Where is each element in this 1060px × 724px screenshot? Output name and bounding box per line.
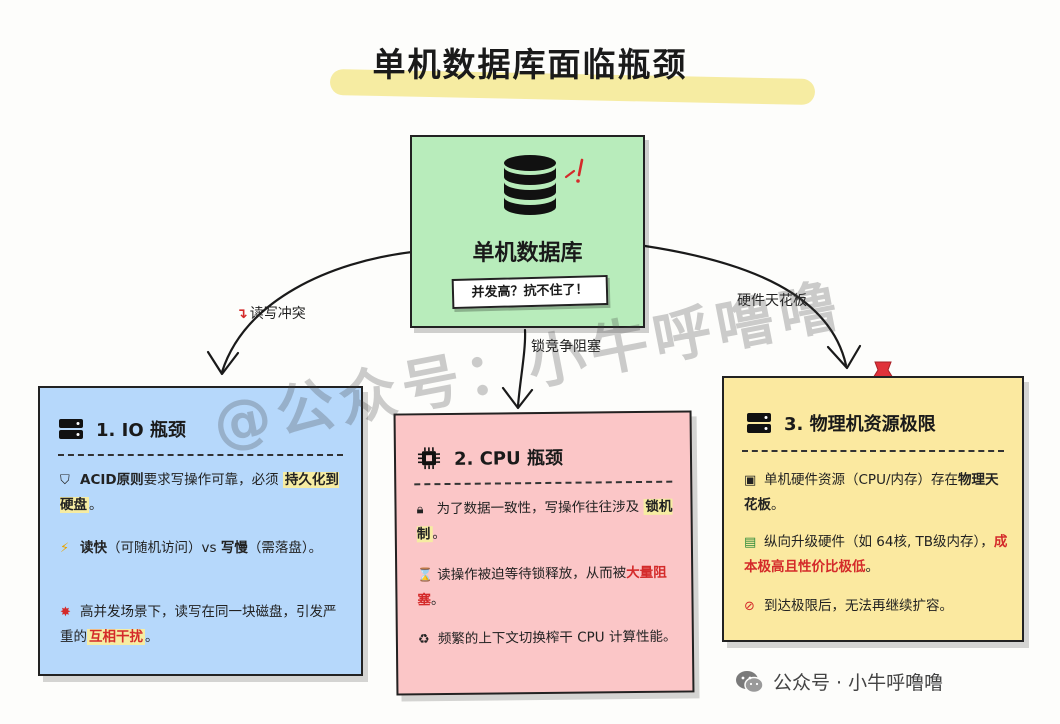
lock-icon: 🔒︎ xyxy=(416,502,424,518)
alert-icon xyxy=(564,158,584,183)
card-phy-item-2: ▤纵向升级硬件（如 64核, TB级内存），成本极高且性价比极低。 xyxy=(744,530,1008,580)
card-cpu-item-2: ⌛读操作被迫等待锁释放，从而被大量阻塞。 xyxy=(417,564,667,609)
central-node-title: 单机数据库 xyxy=(472,241,583,266)
card-io-item-2: ⚡读快（可随机访问）vs 写慢（需落盘）。 xyxy=(60,536,347,561)
cycle-icon: ♻ xyxy=(417,632,430,648)
page-title: 单机数据库面临瓶颈 xyxy=(372,45,688,84)
database-icon xyxy=(504,155,556,215)
card-cpu-divider xyxy=(414,480,673,486)
arrow-left-head xyxy=(206,350,240,376)
card-phy-divider xyxy=(742,450,1004,452)
card-io-title: 1. IO 瓶颈 xyxy=(96,420,186,441)
card-physical-limit: 3. 物理机资源极限 ▣单机硬件资源（CPU/内存）存在物理天花板。 ▤纵向升级… xyxy=(722,376,1024,642)
card-phy-title: 3. 物理机资源极限 xyxy=(784,414,936,435)
central-node-subtitle: 并发高？抗不住了！ xyxy=(451,274,609,310)
card-io-bottleneck: 1. IO 瓶颈 ⛉ACID原则要求写操作可靠，必须 持久化到硬盘。 ⚡读快（可… xyxy=(38,386,363,676)
watermark-bottom-text: 公众号 · 小牛呼噜噜 xyxy=(773,672,944,694)
watermark-bottom: 公众号 · 小牛呼噜噜 xyxy=(735,668,943,695)
prohibited-icon: ⊘ xyxy=(744,599,755,614)
hourglass-icon: ⌛ xyxy=(417,568,434,584)
shield-icon: ⛉ xyxy=(60,473,70,488)
card-cpu-header: 2. CPU 瓶颈 xyxy=(416,444,563,472)
card-cpu-item-1: 🔒︎为了数据一致性，写操作往往涉及 锁机制。 xyxy=(416,498,673,543)
card-phy-item-3: ⊘到达极限后，无法再继续扩容。 xyxy=(744,594,1008,619)
server-icon xyxy=(747,413,771,433)
down-arrow-icon: ↴ xyxy=(236,306,248,322)
card-phy-item-1: ▣单机硬件资源（CPU/内存）存在物理天花板。 xyxy=(744,468,1008,518)
card-cpu-item-3: ♻频繁的上下文切换榨干 CPU 计算性能。 xyxy=(418,625,678,653)
edge-label-hardware: 硬件天花板 xyxy=(737,293,807,309)
burst-icon: ✸ xyxy=(60,605,71,620)
arrow-right-head xyxy=(826,344,862,370)
wechat-icon xyxy=(736,670,764,693)
box-icon: ▣ xyxy=(744,473,757,488)
card-cpu-title: 2. CPU 瓶颈 xyxy=(453,447,564,470)
money-icon: ▤ xyxy=(744,535,757,550)
server-icon xyxy=(59,419,83,439)
central-node: 单机数据库 并发高？抗不住了！ xyxy=(410,135,645,328)
card-phy-header: 3. 物理机资源极限 xyxy=(746,410,936,436)
edge-label-rw-conflict: ↴读写冲突 xyxy=(236,306,306,322)
card-io-header: 1. IO 瓶颈 xyxy=(58,416,186,442)
card-io-item-1: ⛉ACID原则要求写操作可靠，必须 持久化到硬盘。 xyxy=(60,468,347,518)
card-io-divider xyxy=(58,454,343,456)
lightning-icon: ⚡ xyxy=(60,541,70,556)
card-cpu-bottleneck: 2. CPU 瓶颈 🔒︎为了数据一致性，写操作往往涉及 锁机制。 ⌛读操作被迫等… xyxy=(393,410,695,696)
card-io-item-3: ✸高并发场景下，读写在同一块磁盘，引发严重的互相干扰。 xyxy=(60,600,347,650)
edge-label-lock: 锁竞争阻塞 xyxy=(531,339,601,355)
cpu-chip-icon xyxy=(417,447,441,470)
